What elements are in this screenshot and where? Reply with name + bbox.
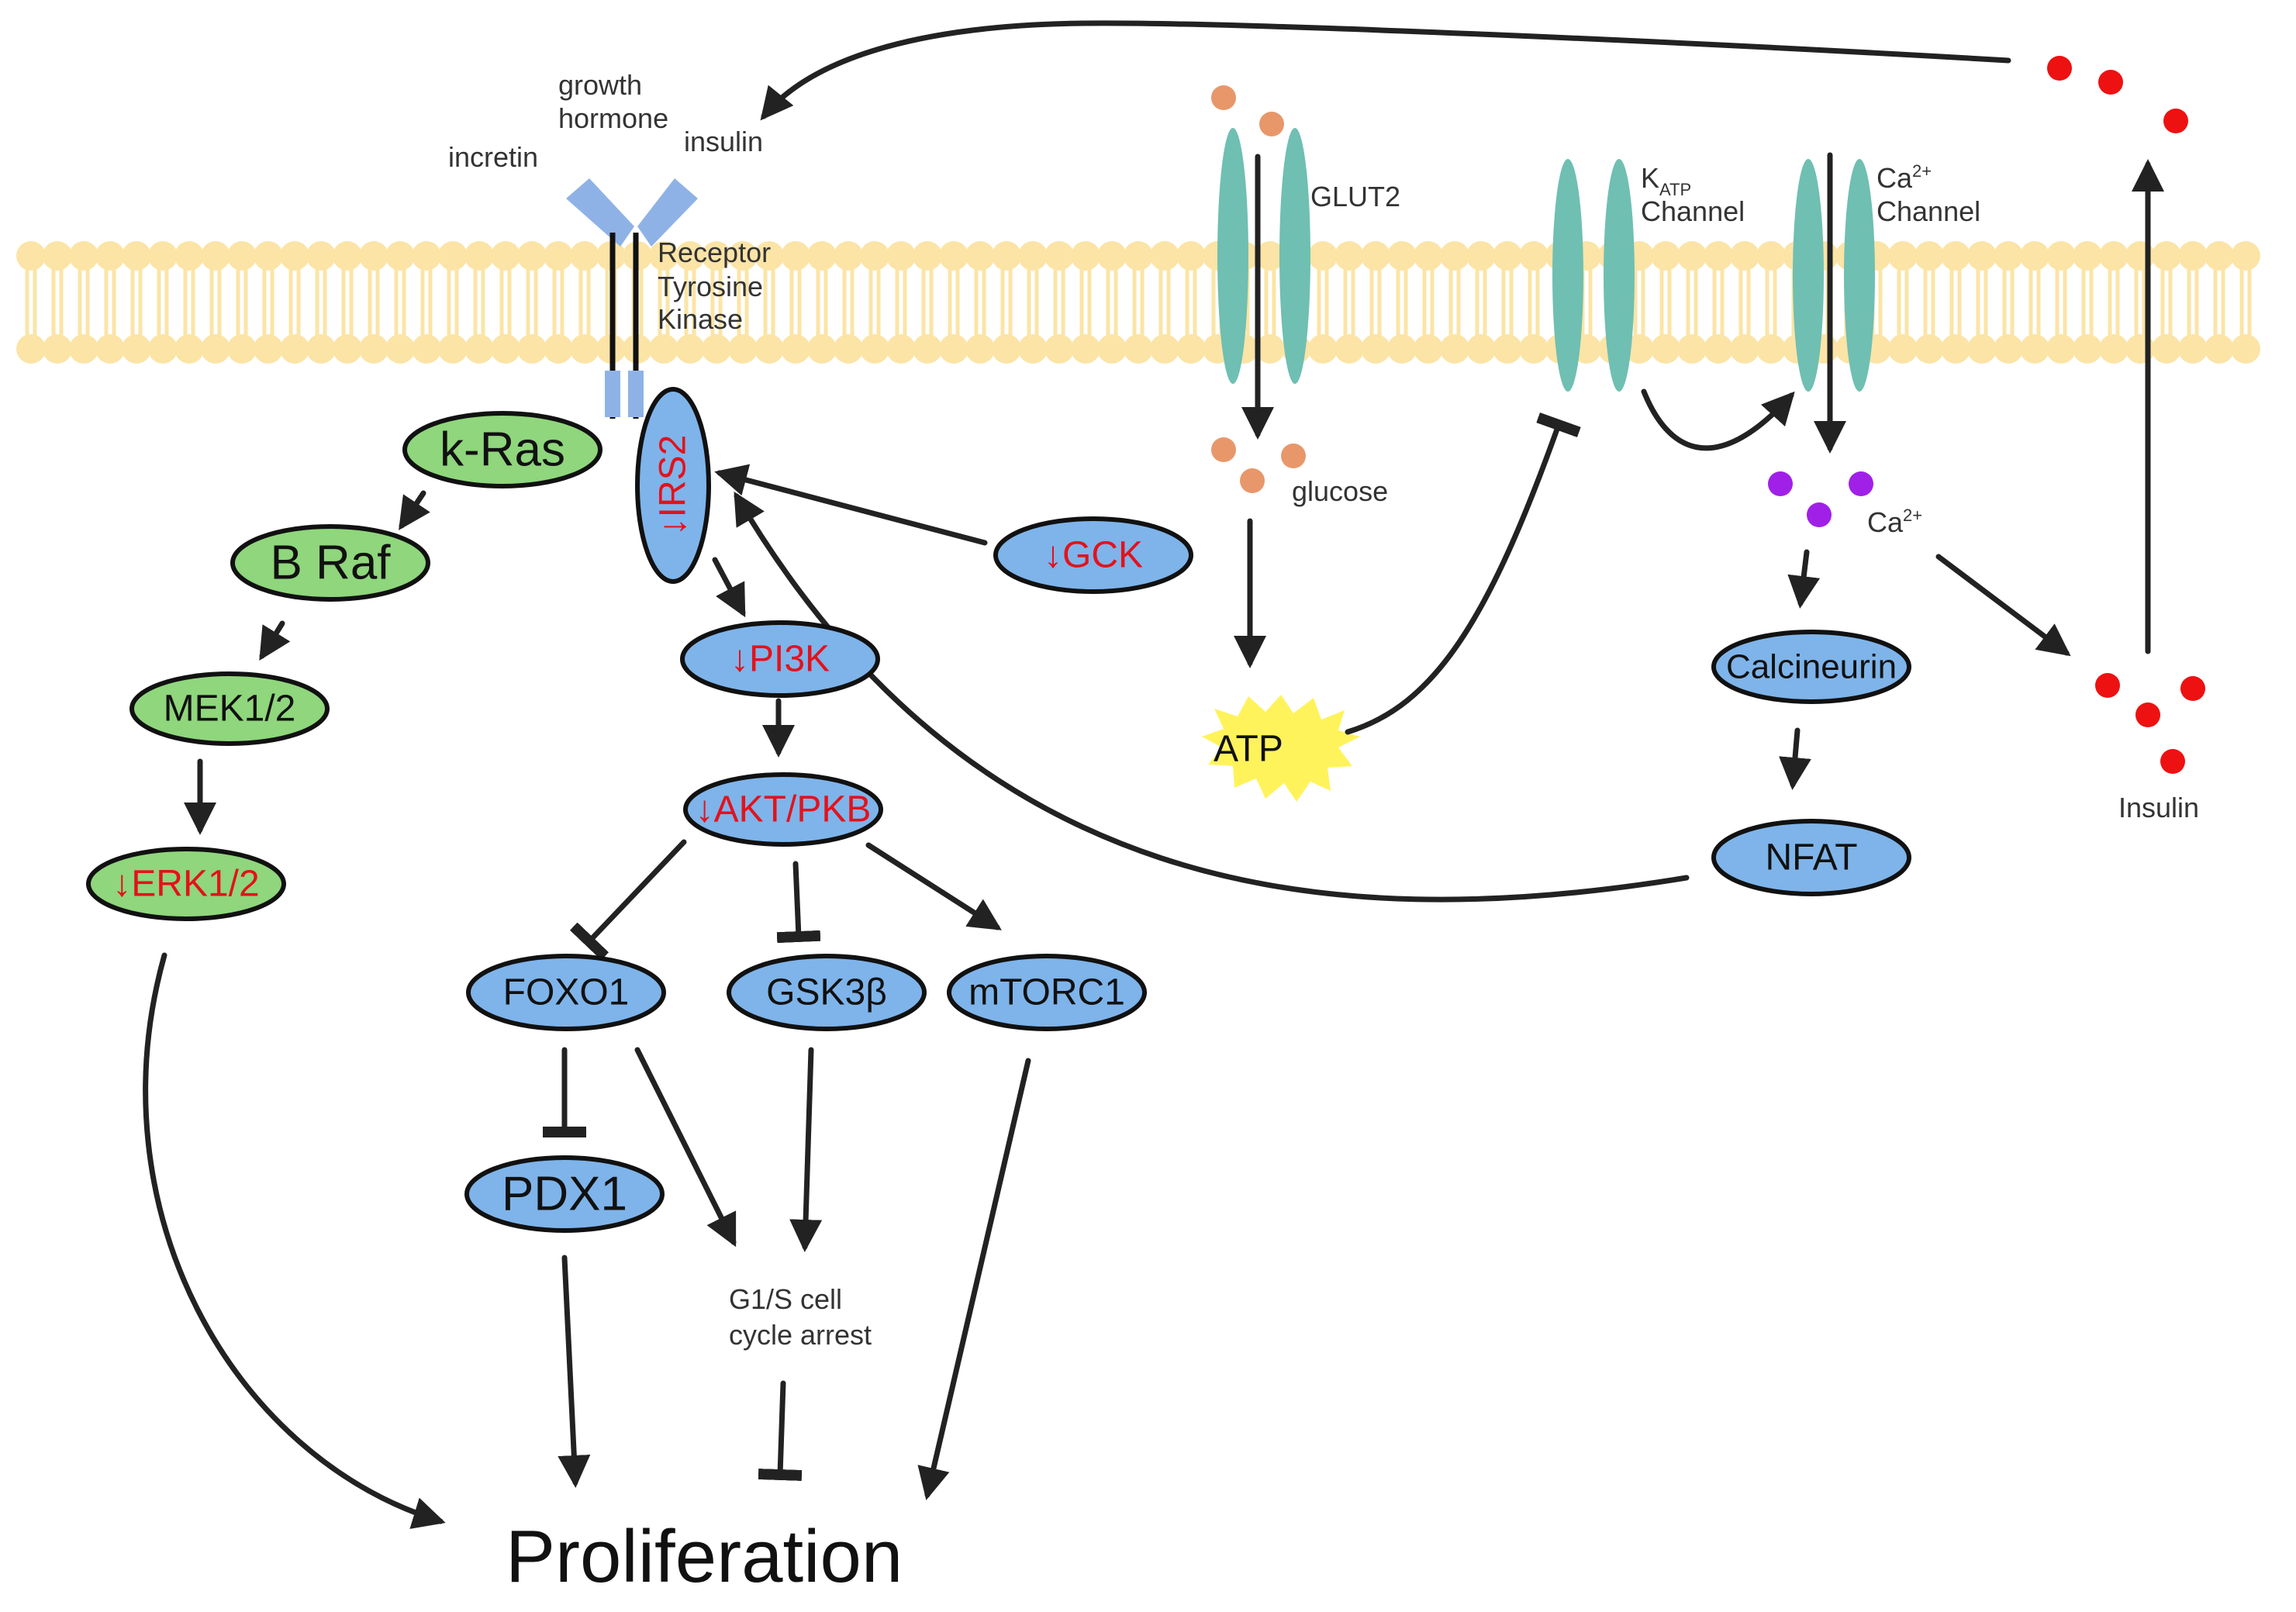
node-mek: MEK1/2 xyxy=(129,671,330,746)
node-mtorc1: mTORC1 xyxy=(947,954,1147,1031)
label-g1s-2: cycle arrest xyxy=(729,1319,872,1351)
label-atp: ATP xyxy=(1214,729,1283,770)
label-insulin-ligand: insulin xyxy=(684,126,763,157)
label-incretin: incretin xyxy=(448,141,538,173)
node-pi3k: ↓PI3K xyxy=(680,620,880,698)
node-irs2: ↓IRS2 xyxy=(635,387,711,584)
svg-text:FOXO1: FOXO1 xyxy=(503,972,630,1013)
label-ca-ion: Ca2+ xyxy=(1867,506,1922,538)
svg-text:NFAT: NFAT xyxy=(1765,837,1857,878)
node-erk: ↓ERK1/2 xyxy=(86,847,286,921)
calcium-channel xyxy=(1793,159,1875,392)
node-foxo1: FOXO1 xyxy=(466,954,666,1031)
glucose-dots-top xyxy=(1211,85,1284,136)
node-calcineurin: Calcineurin xyxy=(1711,630,1911,704)
node-akt: ↓AKT/PKB xyxy=(683,772,883,847)
label-ca-channel: Channel xyxy=(1877,195,1980,227)
label-katp-channel: Channel xyxy=(1641,195,1745,227)
receptor-tyrosine-kinase xyxy=(566,178,698,419)
svg-text:↓IRS2: ↓IRS2 xyxy=(653,435,694,537)
inhibition-lines xyxy=(543,412,1581,1481)
node-braf: B Raf xyxy=(230,524,430,602)
svg-text:GSK3β: GSK3β xyxy=(766,972,887,1013)
label-katp-k: KATP xyxy=(1641,162,1691,199)
label-glucose: glucose xyxy=(1292,475,1388,507)
label-ca-channel-ca: Ca2+ xyxy=(1877,161,1932,194)
label-proliferation: Proliferation xyxy=(506,1515,903,1598)
svg-text:Calcineurin: Calcineurin xyxy=(1726,648,1897,686)
label-receptor-1: Receptor xyxy=(658,236,771,268)
svg-text:MEK1/2: MEK1/2 xyxy=(164,689,296,730)
node-gsk3b: GSK3β xyxy=(727,954,927,1031)
svg-text:↓PI3K: ↓PI3K xyxy=(730,639,830,680)
cell-membrane xyxy=(16,241,2260,364)
svg-text:↓AKT/PKB: ↓AKT/PKB xyxy=(696,789,872,830)
label-receptor-2: Tyrosine xyxy=(658,271,763,302)
node-kras: k-Ras xyxy=(402,411,602,488)
label-insulin-secreted: Insulin xyxy=(2118,792,2199,823)
node-gck: ↓GCK xyxy=(993,516,1193,594)
svg-text:↓ERK1/2: ↓ERK1/2 xyxy=(112,864,259,905)
svg-text:PDX1: PDX1 xyxy=(502,1168,627,1221)
glucose-dots-bottom xyxy=(1211,437,1306,493)
insulin-dots-top xyxy=(2047,56,2188,133)
atp-starburst xyxy=(1202,695,1360,802)
node-pdx1: PDX1 xyxy=(464,1155,665,1233)
svg-text:B Raf: B Raf xyxy=(270,537,391,590)
label-hormone: hormone xyxy=(558,102,668,134)
insulin-dots-bottom xyxy=(2095,673,2205,774)
node-nfat: NFAT xyxy=(1711,819,1911,896)
svg-text:mTORC1: mTORC1 xyxy=(968,972,1125,1013)
label-g1s-1: G1/S cell xyxy=(729,1283,842,1315)
label-growth: growth xyxy=(558,69,642,101)
label-glut2: GLUT2 xyxy=(1310,181,1400,212)
calcium-ion-dots xyxy=(1768,471,1873,527)
label-receptor-3: Kinase xyxy=(658,303,743,335)
glut2-channel xyxy=(1217,128,1310,384)
svg-text:↓GCK: ↓GCK xyxy=(1044,535,1143,576)
svg-text:k-Ras: k-Ras xyxy=(440,423,565,477)
katp-channel xyxy=(1552,159,1635,392)
